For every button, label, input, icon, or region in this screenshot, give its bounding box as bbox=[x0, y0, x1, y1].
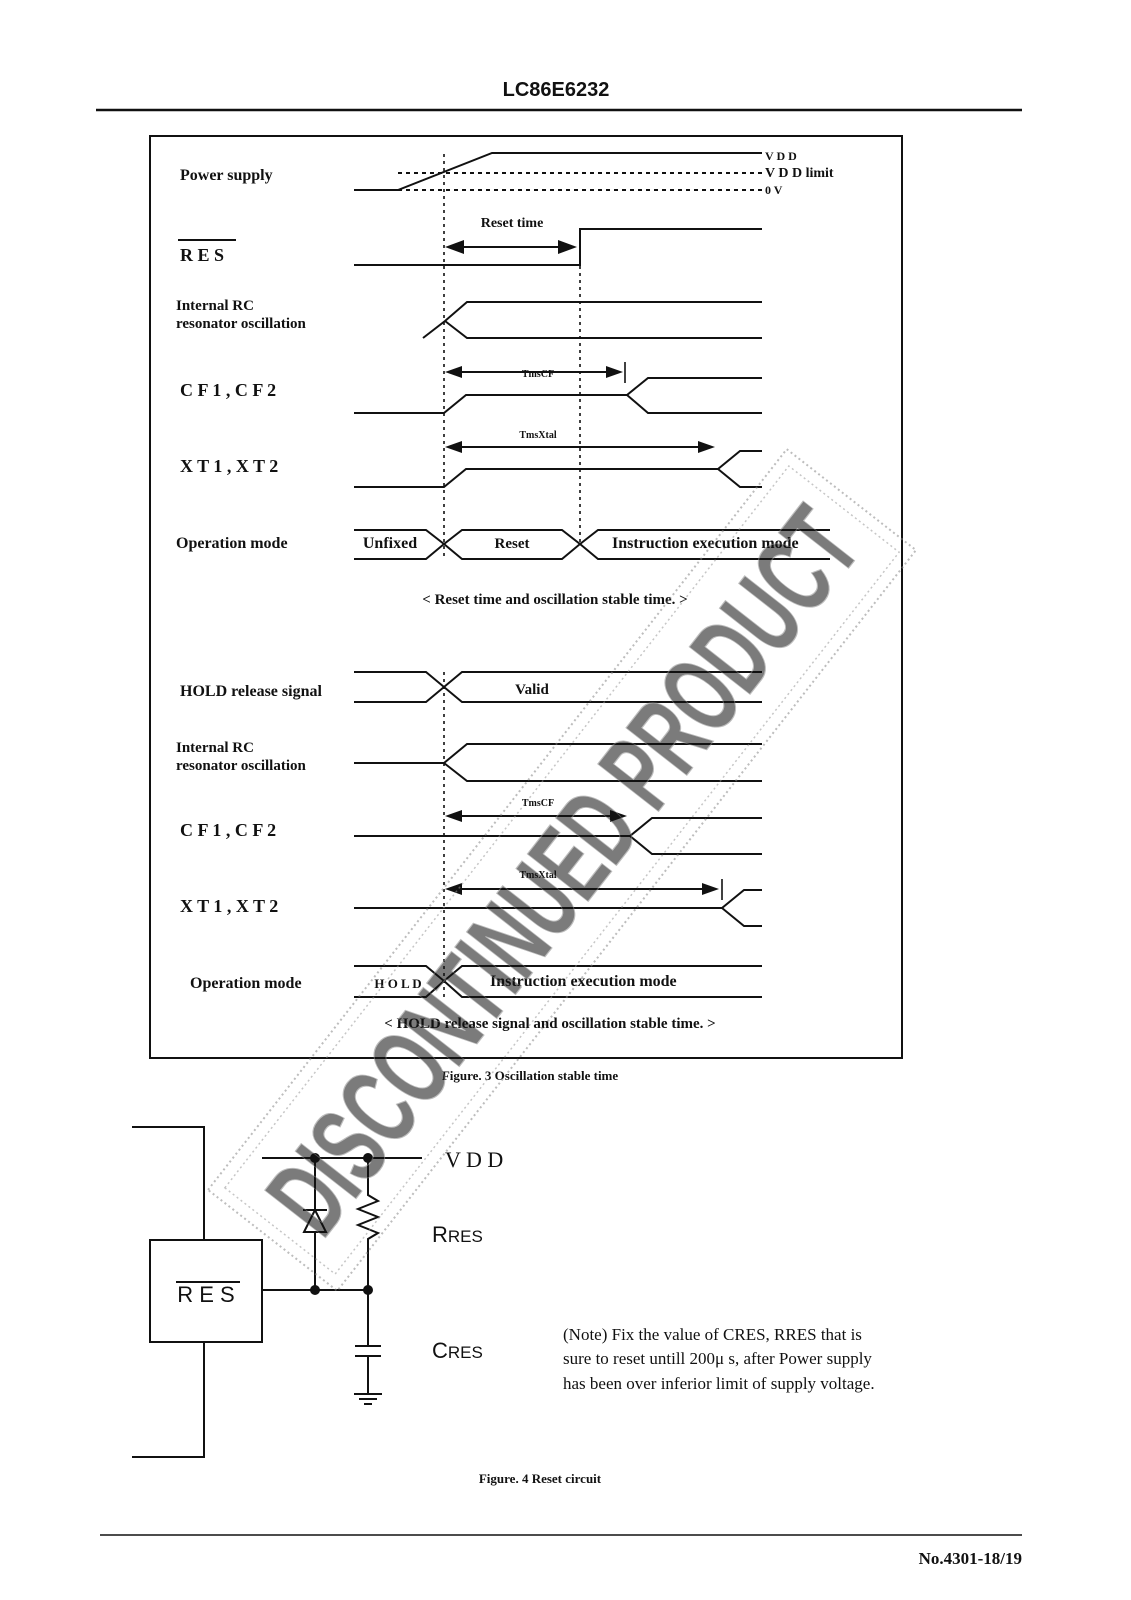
label-unfixed: Unfixed bbox=[363, 535, 417, 552]
figure4-caption: Figure. 4 Reset circuit bbox=[479, 1471, 602, 1486]
arrowhead-tms-cf-right bbox=[606, 366, 623, 378]
label-power-supply: Power supply bbox=[180, 167, 273, 184]
label-tms-cf: TmsCF bbox=[522, 369, 554, 380]
label-tms-xtal2: TmsXtal bbox=[519, 870, 556, 881]
waveform-power-supply bbox=[354, 152, 762, 191]
timing-diagram-hold: HOLD release signal Valid Internal RC re… bbox=[176, 671, 762, 1032]
level-zero: 0 V bbox=[765, 183, 783, 197]
waveform-cf-top bbox=[354, 377, 762, 414]
waveform-rc bbox=[422, 301, 762, 339]
label-hold: H O L D bbox=[374, 976, 421, 991]
document-title: LC86E6232 bbox=[503, 79, 610, 101]
arrowhead-tms-xtal-right bbox=[698, 441, 715, 453]
label-hold-release: HOLD release signal bbox=[180, 683, 322, 700]
watermark-frame-inner bbox=[223, 464, 901, 1276]
arrowhead-right bbox=[558, 240, 577, 254]
caption-diagram1: < Reset time and oscillation stable time… bbox=[422, 592, 687, 608]
note-line3: has been over inferior limit of supply v… bbox=[563, 1374, 875, 1393]
label-tms-cf2: TmsCF bbox=[522, 798, 554, 809]
page-number: No.4301-18/19 bbox=[919, 1549, 1022, 1568]
waveform-xt2-bottom bbox=[721, 907, 762, 927]
waveform-rc2-bottom bbox=[443, 762, 762, 782]
arrowhead-tms-xtal-left bbox=[445, 441, 462, 453]
label-valid: Valid bbox=[515, 682, 549, 698]
label-rc-line1: Internal RC bbox=[176, 298, 254, 314]
label-cf: C F 1 , C F 2 bbox=[180, 380, 276, 400]
level-vdd-limit: V D D limit bbox=[765, 166, 834, 181]
label-instr-mode2: Instruction execution mode bbox=[490, 973, 677, 990]
waveform-xt-top bbox=[354, 450, 762, 488]
arrowhead-tms-xtal2-right bbox=[702, 883, 719, 895]
waveform-cf2-top bbox=[354, 817, 762, 837]
label-res: R E S bbox=[180, 245, 224, 265]
arrowhead-tms-cf2-left bbox=[445, 810, 462, 822]
discontinued-watermark: DISCONTINUED PRODUCT bbox=[206, 447, 918, 1293]
label-tms-xtal: TmsXtal bbox=[519, 430, 556, 441]
figure3-caption: Figure. 3 Oscillation stable time bbox=[442, 1068, 619, 1083]
label-op-mode2: Operation mode bbox=[190, 975, 302, 992]
label-vdd: V D D bbox=[445, 1147, 503, 1172]
waveform-rc2 bbox=[354, 743, 762, 764]
label-cres: CRES bbox=[432, 1338, 483, 1363]
level-vdd: V D D bbox=[765, 149, 797, 163]
resistor-rres bbox=[355, 1158, 381, 1290]
waveform-res bbox=[354, 228, 762, 266]
waveform-rc-bottom bbox=[444, 320, 762, 339]
arrowhead-left bbox=[445, 240, 464, 254]
caption-diagram2: < HOLD release signal and oscillation st… bbox=[384, 1016, 715, 1032]
timing-diagram-reset: Power supply V D D V D D limit 0 V R E S… bbox=[176, 149, 834, 608]
label-reset: Reset bbox=[495, 536, 530, 552]
arrowhead-tms-cf-left bbox=[445, 366, 462, 378]
label-rc2-line2: resonator oscillation bbox=[176, 758, 307, 774]
waveform-xt2-top bbox=[354, 889, 762, 909]
label-res-pin: R E S bbox=[177, 1282, 234, 1307]
note-line2: sure to reset untill 200μ s, after Power… bbox=[563, 1349, 872, 1368]
label-instr-mode: Instruction execution mode bbox=[612, 535, 799, 552]
reset-circuit: R E S V D D RRES CRES (Note) Fix the val… bbox=[132, 1126, 875, 1458]
label-xt: X T 1 , X T 2 bbox=[180, 456, 278, 476]
label-rres: RRES bbox=[432, 1222, 483, 1247]
label-rc-line2: resonator oscillation bbox=[176, 316, 307, 332]
waveform-op-top bbox=[354, 529, 830, 546]
figure3-frame bbox=[149, 135, 903, 1059]
res-pin-box bbox=[149, 1239, 263, 1343]
label-rc2-line1: Internal RC bbox=[176, 740, 254, 756]
label-reset-time: Reset time bbox=[481, 216, 544, 231]
note-line1: (Note) Fix the value of CRES, RRES that … bbox=[563, 1325, 862, 1344]
waveform-xt-bottom bbox=[717, 468, 762, 488]
waveform-op-bottom bbox=[354, 542, 830, 560]
ic-outline-top bbox=[132, 1126, 205, 1240]
ic-outline-bottom bbox=[132, 1342, 205, 1458]
arrowhead-tms-xtal2-left bbox=[445, 883, 462, 895]
arrowhead-tms-cf2-right bbox=[610, 810, 627, 822]
waveform-cf2-bottom bbox=[629, 835, 762, 855]
label-op-mode: Operation mode bbox=[176, 535, 288, 552]
label-cf2: C F 1 , C F 2 bbox=[180, 820, 276, 840]
label-xt2: X T 1 , X T 2 bbox=[180, 896, 278, 916]
waveform-cf-bottom bbox=[626, 394, 762, 414]
